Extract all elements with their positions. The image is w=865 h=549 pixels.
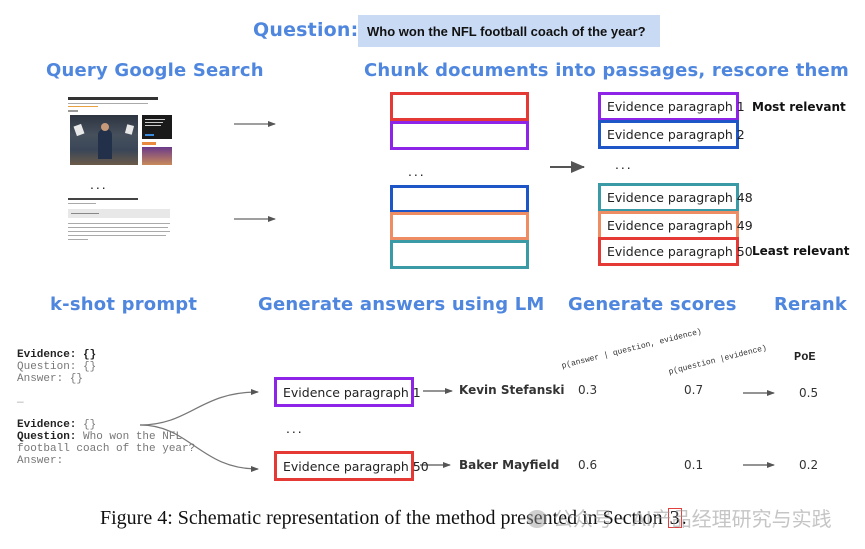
wechat-icon	[527, 510, 547, 528]
prompt-evidence-val: {}	[76, 419, 97, 431]
prompt-answer-line: Answer: {}	[17, 373, 84, 385]
score-poe-1: 0.5	[799, 386, 819, 400]
score-poe-2: 0.2	[799, 458, 819, 472]
heading-generate-scores: Generate scores	[568, 294, 737, 315]
answer-2: Baker Mayfield	[459, 458, 560, 472]
chunk-box-4	[390, 212, 529, 240]
sidebar-photo	[142, 147, 172, 165]
score-p-answer-2: 0.6	[578, 458, 598, 472]
heading-chunk-documents: Chunk documents into passages, rescore t…	[364, 60, 849, 81]
score-p-answer-1: 0.3	[578, 383, 598, 397]
question-label: Question:	[253, 19, 359, 41]
lm-evidence-1: Evidence paragraph 1	[274, 377, 421, 407]
news-photo	[70, 115, 138, 165]
watermark: 公众号 · AI产品经理研究与实践	[527, 503, 832, 532]
prompt-question-key: Question:	[17, 431, 77, 443]
chunk-box-1	[390, 92, 529, 121]
most-relevant-label: Most relevant	[752, 100, 846, 114]
ranked-passage-2: Evidence paragraph 2	[598, 120, 745, 149]
score-p-question-2: 0.1	[684, 458, 704, 472]
heading-query-google-search: Query Google Search	[46, 60, 264, 81]
chunk-box-3	[390, 185, 529, 213]
ranked-passage-1: Evidence paragraph 1	[598, 92, 745, 121]
chunk-ellipsis: ...	[408, 163, 426, 179]
ranked-passage-label: Evidence paragraph 48	[607, 190, 753, 205]
ranked-passage-50: Evidence paragraph 50	[598, 237, 753, 266]
ad-block	[142, 115, 172, 139]
prompt-example-block: Evidence: {} Question: {} Answer: {}	[17, 349, 96, 385]
ranked-passage-49: Evidence paragraph 49	[598, 211, 753, 240]
prompt-question-val: Who won the NFL	[76, 431, 183, 443]
chunk-box-2	[390, 121, 529, 150]
question-box: Who won the NFL football coach of the ye…	[358, 15, 660, 47]
section-reference-link[interactable]: 3	[667, 507, 682, 529]
ranked-passage-label: Evidence paragraph 50	[607, 244, 753, 259]
prompt-evidence-key: Evidence:	[17, 419, 77, 431]
ranked-ellipsis: ...	[615, 156, 633, 172]
prompt-evidence-val: {}	[76, 349, 97, 361]
caption-text: Figure 4: Schematic representation of th…	[100, 507, 668, 529]
prompt-separator: —	[17, 397, 24, 409]
ranked-passage-48: Evidence paragraph 48	[598, 183, 753, 212]
search-result-thumbnail-1	[66, 95, 178, 169]
result-headline	[68, 198, 138, 200]
heading-generate-answers: Generate answers using LM	[258, 294, 545, 315]
chunk-box-5	[390, 240, 529, 269]
header-poe: PoE	[794, 350, 816, 364]
question-text: Who won the NFL football coach of the ye…	[367, 23, 646, 39]
lm-evidence-50: Evidence paragraph 50	[274, 451, 429, 481]
prompt-question-line: Question: {}	[17, 361, 97, 373]
arrow-prompt-to-evidence-1	[139, 389, 259, 426]
arrow-prompt-to-evidence-50	[139, 424, 259, 472]
least-relevant-label: Least relevant	[752, 244, 850, 258]
prompt-evidence-key: Evidence:	[17, 349, 77, 361]
prompt-question-cont: football coach of the year?	[17, 443, 196, 455]
heading-rerank: Rerank	[774, 294, 848, 315]
heading-k-shot-prompt: k-shot prompt	[50, 294, 198, 315]
watermark-text: 公众号 · AI产品经理研究与实践	[553, 507, 832, 531]
search-result-thumbnail-2	[66, 196, 178, 260]
prompt-query-block: Evidence: {} Question: Who won the NFL f…	[17, 419, 195, 467]
figure-caption: Figure 4: Schematic representation of th…	[100, 507, 687, 530]
lm-evidence-label: Evidence paragraph 1	[283, 384, 421, 400]
prompt-answer-line: Answer:	[17, 455, 64, 467]
ranked-passage-label: Evidence paragraph 49	[607, 218, 753, 233]
result-headline	[68, 97, 158, 100]
caption-period: .	[681, 507, 687, 529]
score-p-question-1: 0.7	[684, 383, 704, 397]
ranked-passage-label: Evidence paragraph 1	[607, 99, 745, 114]
lm-evidence-label: Evidence paragraph 50	[283, 458, 429, 474]
answer-1: Kevin Stefanski	[459, 383, 565, 397]
lm-ellipsis: ...	[286, 420, 304, 436]
ranked-passage-label: Evidence paragraph 2	[607, 127, 745, 142]
more-results-ellipsis: ...	[90, 176, 108, 192]
